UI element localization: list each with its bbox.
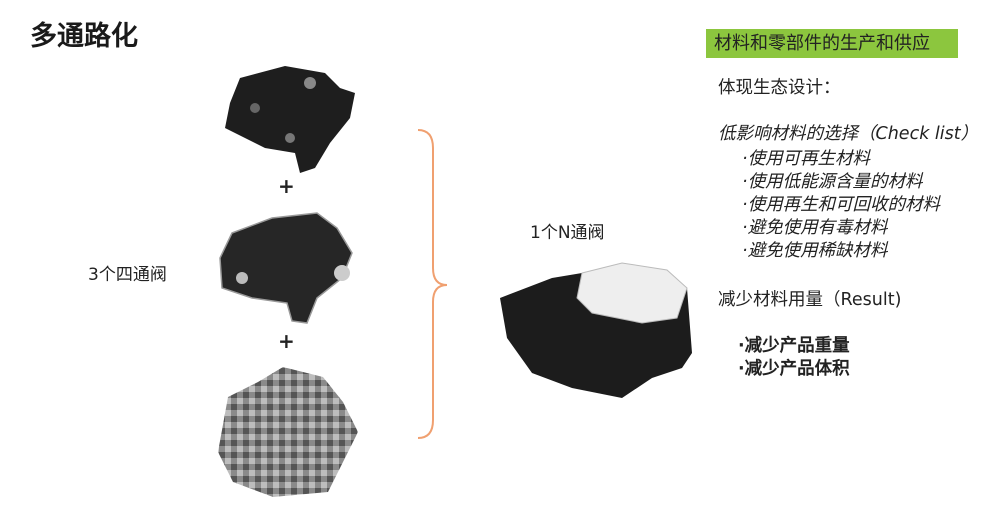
intro-text: 体现生态设计：	[718, 78, 841, 98]
section-header: 材料和零部件的生产和供应	[706, 29, 958, 58]
n-way-valve-label: 1个N通阀	[530, 223, 605, 243]
plus-sign: +	[278, 329, 295, 353]
checklist-item: ·避免使用有毒材料	[742, 218, 888, 238]
four-way-valve-image-3	[218, 367, 358, 497]
result-item: ·减少产品体积	[738, 359, 850, 379]
result-title: 减少材料用量（Result)	[718, 290, 902, 310]
checklist-title: 低影响材料的选择（Check list）	[718, 124, 979, 144]
four-way-valve-image-1	[225, 66, 355, 173]
checklist-item: ·使用低能源含量的材料	[742, 172, 923, 192]
checklist-item: ·使用可再生材料	[742, 149, 871, 169]
checklist-item: ·使用再生和可回收的材料	[742, 195, 941, 215]
plus-sign: +	[278, 174, 295, 198]
n-way-valve-image	[500, 262, 692, 398]
three-four-way-valves-label: 3个四通阀	[88, 265, 167, 285]
slide-title: 多通路化	[30, 21, 138, 52]
bracket	[417, 129, 448, 439]
four-way-valve-image-2	[219, 212, 353, 324]
checklist-item: ·避免使用稀缺材料	[742, 241, 888, 261]
result-item: ·减少产品重量	[738, 336, 850, 356]
